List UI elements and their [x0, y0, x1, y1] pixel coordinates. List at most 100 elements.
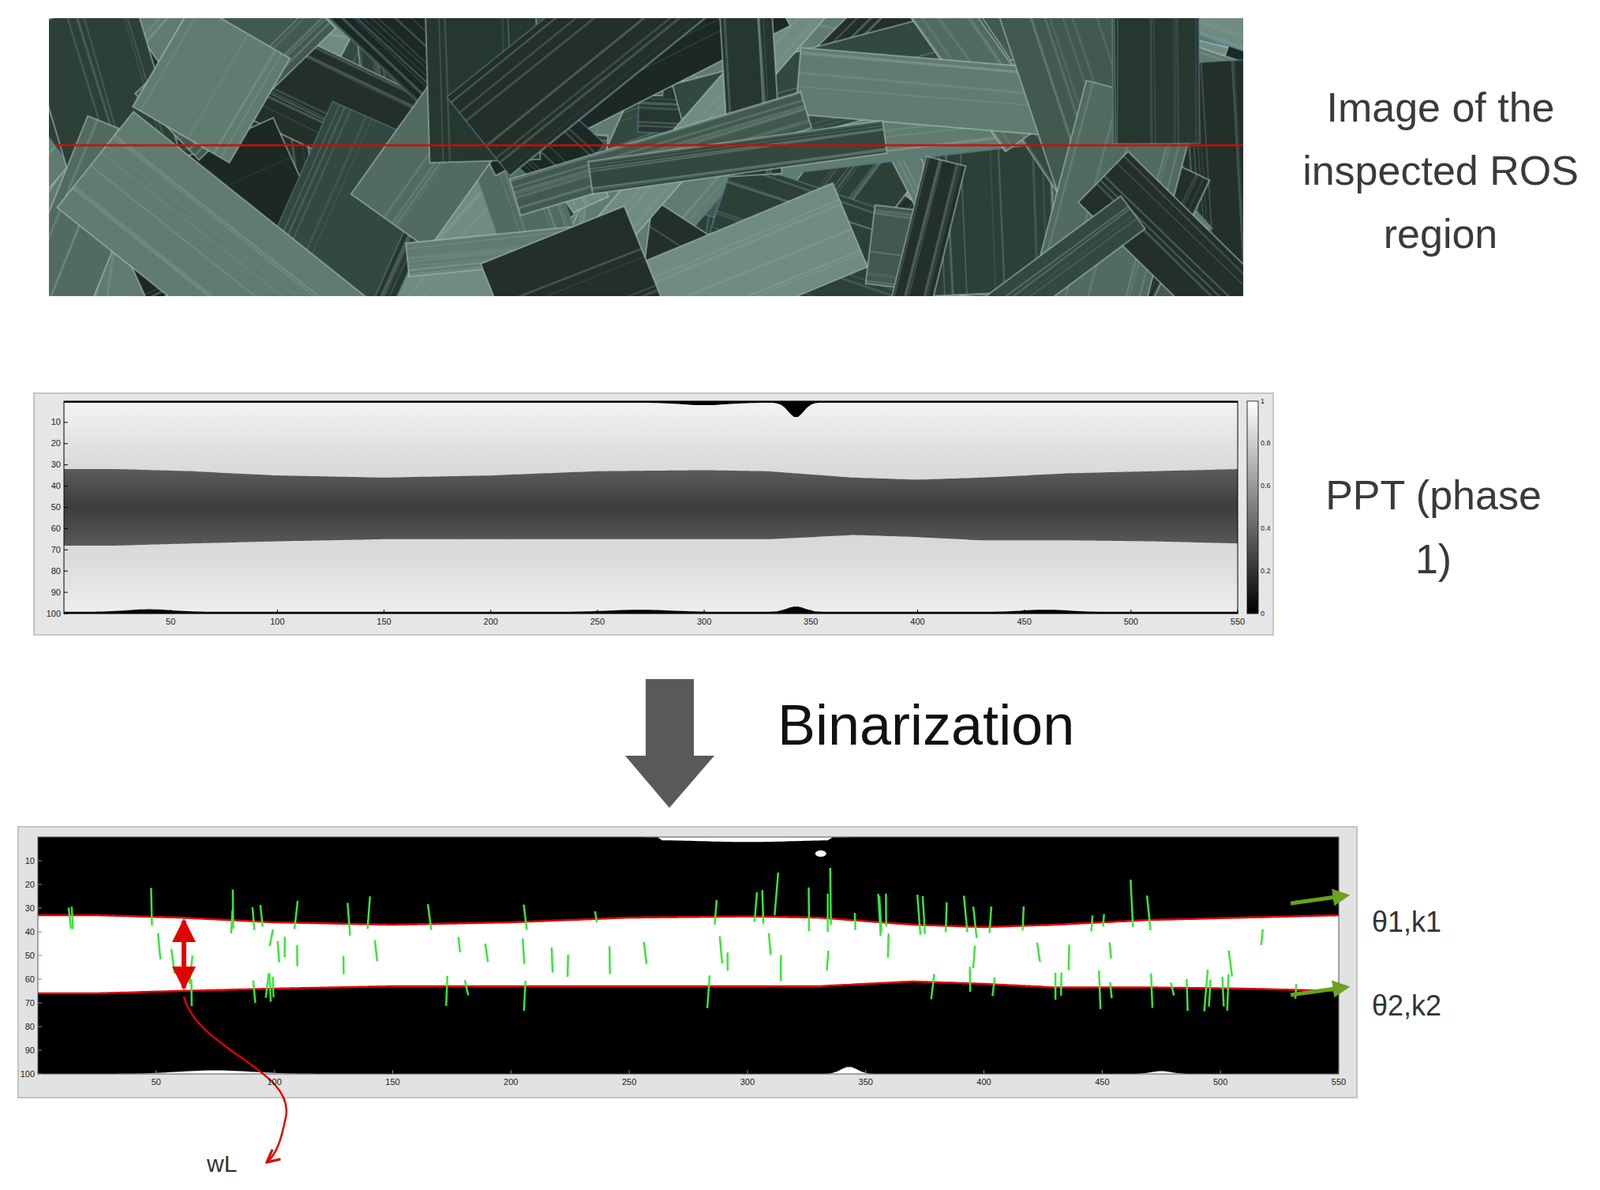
axis-tick-label: 100 [20, 1068, 35, 1080]
axis-tick-label: 20 [51, 438, 61, 449]
orientation-mark [294, 900, 298, 930]
orientation-mark [779, 954, 783, 981]
orientation-mark [171, 948, 175, 974]
orientation-mark [296, 944, 299, 967]
parameter-label: θ2,k2 [1371, 988, 1442, 1023]
figure-frame [18, 826, 1357, 1098]
axis-tick-label: 30 [51, 459, 61, 470]
orientation-mark [458, 936, 461, 952]
axis-tick-label: 80 [51, 565, 61, 577]
axis-tick-label: 50 [25, 950, 35, 961]
orientation-mark [827, 950, 829, 971]
binary-ground [37, 836, 1339, 1074]
orientation-mark [1060, 972, 1063, 996]
strand-board-photo [48, 18, 1244, 297]
orientation-mark [608, 946, 611, 975]
binary-speck [37, 836, 1339, 842]
axis-tick-label: 500 [1124, 616, 1139, 627]
orientation-mark [826, 893, 829, 932]
axis-tick-label: 90 [51, 587, 61, 598]
orientation-mark [523, 904, 527, 930]
orientation-mark [485, 943, 488, 962]
axis-tick-label: 350 [858, 1076, 874, 1087]
axis-tick [63, 528, 68, 529]
dimension-label: wL [206, 1149, 237, 1178]
band-edge [37, 981, 1339, 993]
orientation-mark [252, 906, 255, 930]
orientation-mark [1037, 941, 1041, 961]
orientation-mark [1109, 981, 1112, 998]
axis-tick [392, 1069, 394, 1074]
colorbar-tick-label: 0.2 [1260, 566, 1271, 576]
orientation-mark [1054, 972, 1057, 1000]
orientation-mark [644, 941, 647, 964]
orientation-mark [1067, 944, 1071, 970]
phase-edge [63, 606, 1238, 614]
axis-tick [37, 884, 42, 885]
axis-tick-label: 100 [269, 616, 285, 627]
axis-tick-label: 80 [25, 1021, 35, 1032]
parameter-label: θ1,k1 [1371, 904, 1442, 939]
axis-tick-label: 30 [25, 903, 35, 914]
phase-image [63, 400, 1238, 614]
colorbar-tick-label: 0.4 [1260, 524, 1271, 533]
axis-tick-label: 50 [151, 1076, 162, 1087]
axis-tick [63, 549, 68, 551]
orientation-mark [1204, 969, 1208, 1012]
axis-tick [1130, 609, 1132, 614]
orientation-mark [566, 954, 570, 977]
binary-image [37, 836, 1339, 1074]
orientation-mark [374, 940, 378, 962]
panel-label: Image of the inspected ROS region [1282, 75, 1599, 266]
orientation-mark [269, 972, 271, 1001]
axis-tick [629, 1069, 630, 1074]
direction-arrow [1290, 895, 1347, 904]
axes-box [37, 836, 1339, 1074]
inspection-line [55, 144, 1244, 147]
axis-tick [37, 907, 42, 909]
axis-tick-label: 450 [1094, 1076, 1110, 1087]
phase-edge [63, 400, 1238, 417]
figure-frame [33, 393, 1274, 635]
axis-tick [170, 609, 172, 614]
orientation-mark [150, 888, 152, 926]
axis-tick-label: 550 [1331, 1076, 1346, 1087]
orientation-mark [992, 977, 995, 997]
axis-tick [810, 609, 812, 614]
orientation-mark [71, 906, 74, 930]
orientation-mark [427, 903, 431, 930]
axis-tick-label: 10 [51, 416, 61, 428]
axis-tick [37, 1026, 42, 1027]
orientation-mark [271, 976, 274, 997]
axis-tick [63, 570, 68, 572]
axis-tick [63, 485, 68, 487]
orientation-mark [774, 872, 778, 915]
axis-tick-label: 350 [803, 616, 818, 627]
axis-tick-label: 250 [590, 616, 605, 627]
orientation-mark [1091, 914, 1094, 931]
axis-tick [155, 1069, 157, 1074]
axes-box [63, 400, 1238, 614]
orientation-mark [1222, 976, 1225, 1007]
orientation-mark [1098, 970, 1101, 1009]
orientation-mark [887, 933, 890, 957]
axis-tick-label: 200 [483, 616, 499, 627]
axis-tick-label: 40 [51, 480, 61, 491]
axis-tick-label: 100 [46, 608, 61, 619]
binary-speck [815, 850, 827, 857]
orientation-mark [945, 902, 947, 933]
orientation-mark [260, 904, 263, 926]
photo-shade [48, 18, 1244, 297]
axis-tick [917, 609, 919, 614]
orientation-mark [157, 933, 161, 960]
axis-tick [277, 609, 278, 614]
orientation-mark [854, 912, 857, 930]
orientation-mark [1186, 978, 1188, 1011]
axis-tick-label: 200 [503, 1076, 518, 1087]
orientation-mark [253, 980, 256, 1003]
process-arrow [625, 678, 715, 808]
axis-tick [63, 464, 68, 465]
step-label: Binarization [777, 690, 1075, 759]
phase-ground [63, 400, 1238, 614]
